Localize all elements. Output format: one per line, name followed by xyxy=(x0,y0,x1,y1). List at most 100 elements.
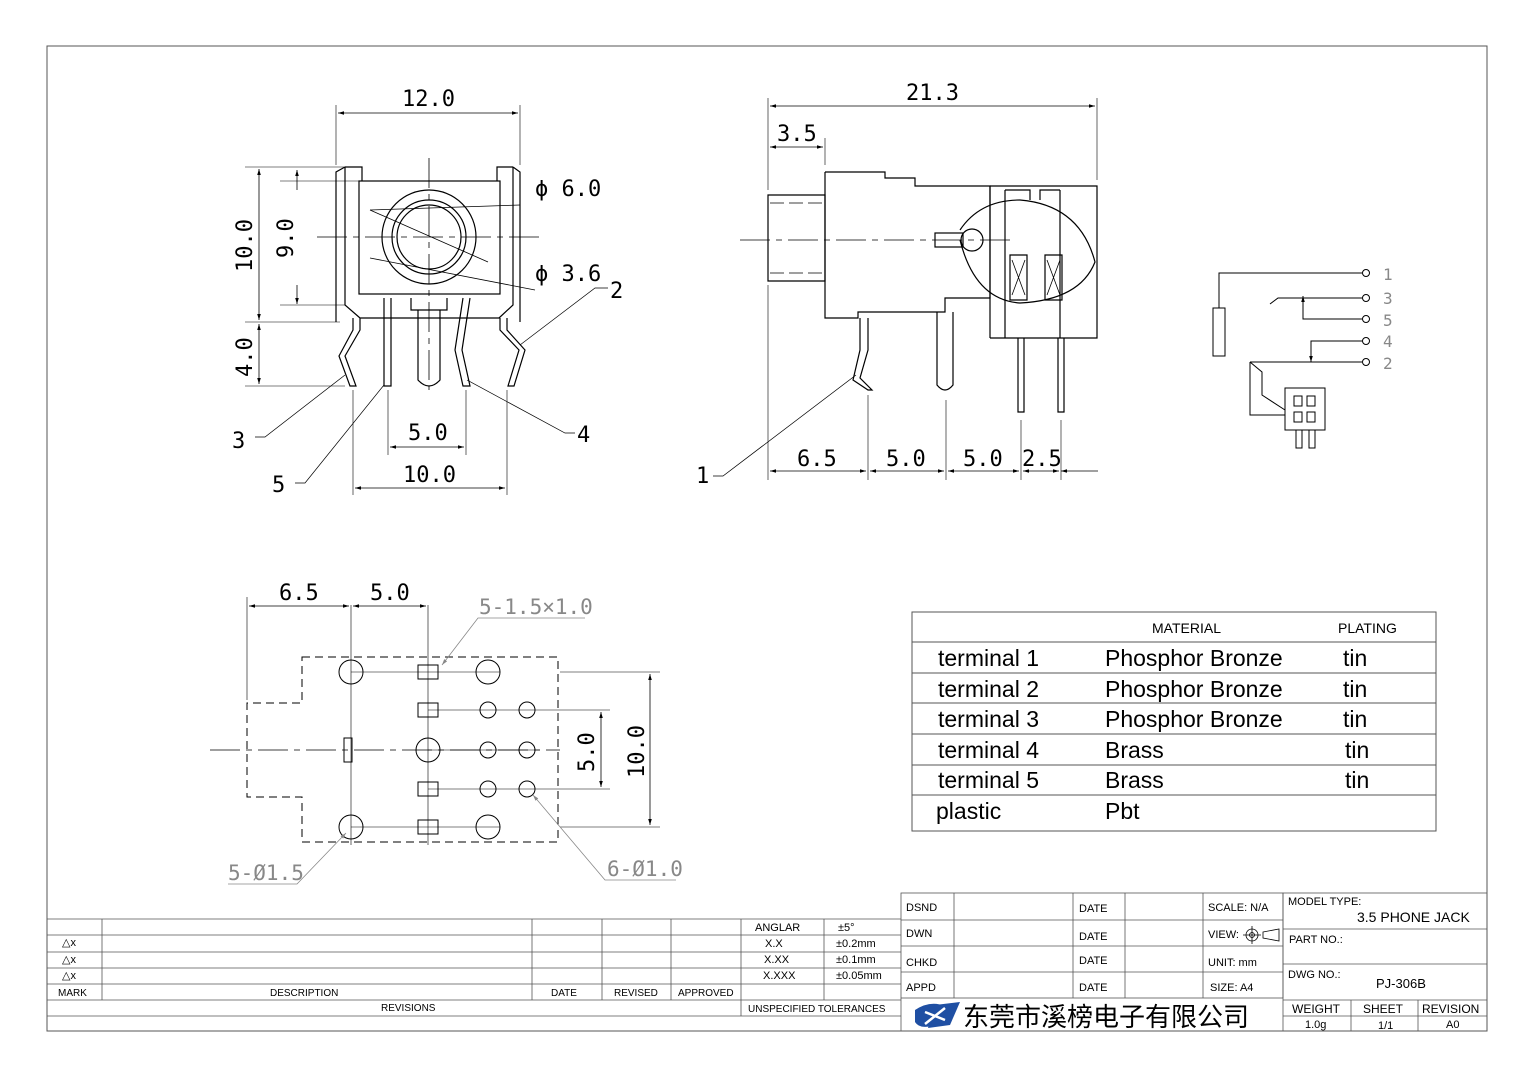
dim-side-front: 3.5 xyxy=(777,122,817,147)
dim-pin-spacing: 5.0 xyxy=(408,421,448,446)
dim-side-d4: 2.5 xyxy=(1022,447,1062,472)
dim-pin-span: 10.0 xyxy=(403,463,456,488)
callout-2: 2 xyxy=(610,279,623,304)
tol-label-1: X.X xyxy=(765,938,783,950)
pcb-layout xyxy=(210,597,660,845)
dim-front-inner-height: 9.0 xyxy=(274,218,299,258)
sheet-value: 1/1 xyxy=(1378,1020,1393,1032)
material-table xyxy=(911,611,1437,832)
material-row-plating: tin xyxy=(1343,706,1367,732)
schematic-pin-4: 4 xyxy=(1383,332,1393,351)
dim-front-width: 12.0 xyxy=(402,87,455,112)
schematic xyxy=(1212,269,1370,449)
info-view: VIEW: xyxy=(1208,929,1239,941)
material-row-part: terminal 5 xyxy=(938,767,1039,793)
dim-pcb-d1: 6.5 xyxy=(279,581,319,606)
rev-mark-header: MARK xyxy=(58,988,87,999)
revision-value: A0 xyxy=(1446,1019,1459,1031)
dim-side-d3: 5.0 xyxy=(963,447,1003,472)
dim-pcb-mid: 5.0 xyxy=(575,732,600,772)
rev-delta-1: △x xyxy=(62,937,76,949)
callout-5: 5 xyxy=(272,473,285,498)
material-row-plating: tin xyxy=(1345,767,1369,793)
signoff-chkd: CHKD xyxy=(906,957,937,969)
material-rows: terminal 1 Phosphor Bronze tin terminal 2 Ph… xyxy=(936,645,1369,824)
signoff-dwn: DWN xyxy=(906,928,932,940)
dim-pin-length: 4.0 xyxy=(233,337,258,377)
model-type-label: MODEL TYPE: xyxy=(1288,896,1361,908)
tol-label-3: X.XXX xyxy=(763,970,796,982)
info-size: SIZE: A4 xyxy=(1210,982,1253,994)
tol-value-0: ±5° xyxy=(838,922,855,934)
front-view xyxy=(245,105,608,495)
company-name: 东莞市溪榜电子有限公司 xyxy=(963,1003,1249,1033)
dim-pcb-holes-large: 5-Ø1.5 xyxy=(228,861,304,885)
material-header: MATERIAL xyxy=(1152,620,1221,636)
dwg-no-value: PJ-306B xyxy=(1376,976,1426,991)
tol-value-1: ±0.2mm xyxy=(836,938,876,950)
plating-header: PLATING xyxy=(1338,620,1397,636)
tol-label-0: ANGLAR xyxy=(755,922,800,934)
tol-value-2: ±0.1mm xyxy=(836,954,876,966)
dim-pcb-height: 10.0 xyxy=(625,725,650,778)
dim-side-d2: 5.0 xyxy=(886,447,926,472)
rev-delta-3: △x xyxy=(62,970,76,982)
model-type-value: 3.5 PHONE JACK xyxy=(1357,909,1470,925)
signoff-date-2: DATE xyxy=(1079,931,1108,943)
revision-label: REVISION xyxy=(1422,1002,1479,1016)
material-row-part: terminal 4 xyxy=(938,737,1039,763)
dim-pcb-d2: 5.0 xyxy=(370,581,410,606)
schematic-pin-2: 2 xyxy=(1383,354,1393,373)
rev-revisions-label: REVISIONS xyxy=(381,1003,436,1014)
signoff-date-4: DATE xyxy=(1079,982,1108,994)
info-unit: UNIT: mm xyxy=(1208,957,1257,969)
dim-side-length: 21.3 xyxy=(906,81,959,106)
part-no-label: PART NO.: xyxy=(1289,934,1343,946)
dwg-no-label: DWG NO.: xyxy=(1288,969,1341,981)
company-logo-icon xyxy=(915,1002,960,1028)
signoff-date-3: DATE xyxy=(1079,955,1108,967)
weight-value: 1.0g xyxy=(1305,1019,1326,1031)
dim-pcb-pad: 5-1.5×1.0 xyxy=(479,595,593,619)
sheet-border xyxy=(46,45,1488,1032)
signoff-appd: APPD xyxy=(906,982,936,994)
callout-4: 4 xyxy=(577,423,590,448)
rev-revised-header: REVISED xyxy=(614,988,658,999)
dim-inner-diameter: ϕ 3.6 xyxy=(535,262,601,287)
sheet-label: SHEET xyxy=(1363,1002,1404,1016)
projection-icon xyxy=(1243,926,1280,944)
callout-1: 1 xyxy=(696,464,709,489)
rev-date-header: DATE xyxy=(551,988,577,999)
material-row-material: Pbt xyxy=(1105,798,1140,824)
dim-pcb-holes-small: 6-Ø1.0 xyxy=(607,857,683,881)
material-row-part: terminal 2 xyxy=(938,676,1039,702)
material-row-material: Phosphor Bronze xyxy=(1105,706,1283,732)
schematic-pin-5: 5 xyxy=(1383,311,1393,330)
side-view xyxy=(713,98,1098,480)
material-row-plating: tin xyxy=(1345,737,1369,763)
material-row-material: Phosphor Bronze xyxy=(1105,645,1283,671)
info-scale: SCALE: N/A xyxy=(1208,902,1269,914)
tol-label-2: X.XX xyxy=(764,954,790,966)
material-row-plating: tin xyxy=(1343,676,1367,702)
material-row-part: plastic xyxy=(936,798,1001,824)
callout-3: 3 xyxy=(232,429,245,454)
dim-side-d1: 6.5 xyxy=(797,447,837,472)
material-row-material: Brass xyxy=(1105,767,1164,793)
material-row-material: Brass xyxy=(1105,737,1164,763)
tol-title: UNSPECIFIED TOLERANCES xyxy=(748,1004,886,1015)
signoff-dsnd: DSND xyxy=(906,902,937,914)
dim-outer-diameter: ϕ 6.0 xyxy=(535,177,601,202)
weight-label: WEIGHT xyxy=(1292,1002,1341,1016)
material-row-part: terminal 1 xyxy=(938,645,1039,671)
schematic-pin-1: 1 xyxy=(1383,265,1393,284)
material-row-part: terminal 3 xyxy=(938,706,1039,732)
tol-value-3: ±0.05mm xyxy=(836,970,882,982)
material-row-plating: tin xyxy=(1343,645,1367,671)
title-block xyxy=(47,892,1488,1032)
dim-front-height: 10.0 xyxy=(233,219,258,272)
rev-approved-header: APPROVED xyxy=(678,988,734,999)
signoff-date-1: DATE xyxy=(1079,903,1108,915)
rev-description-header: DESCRIPTION xyxy=(270,988,338,999)
